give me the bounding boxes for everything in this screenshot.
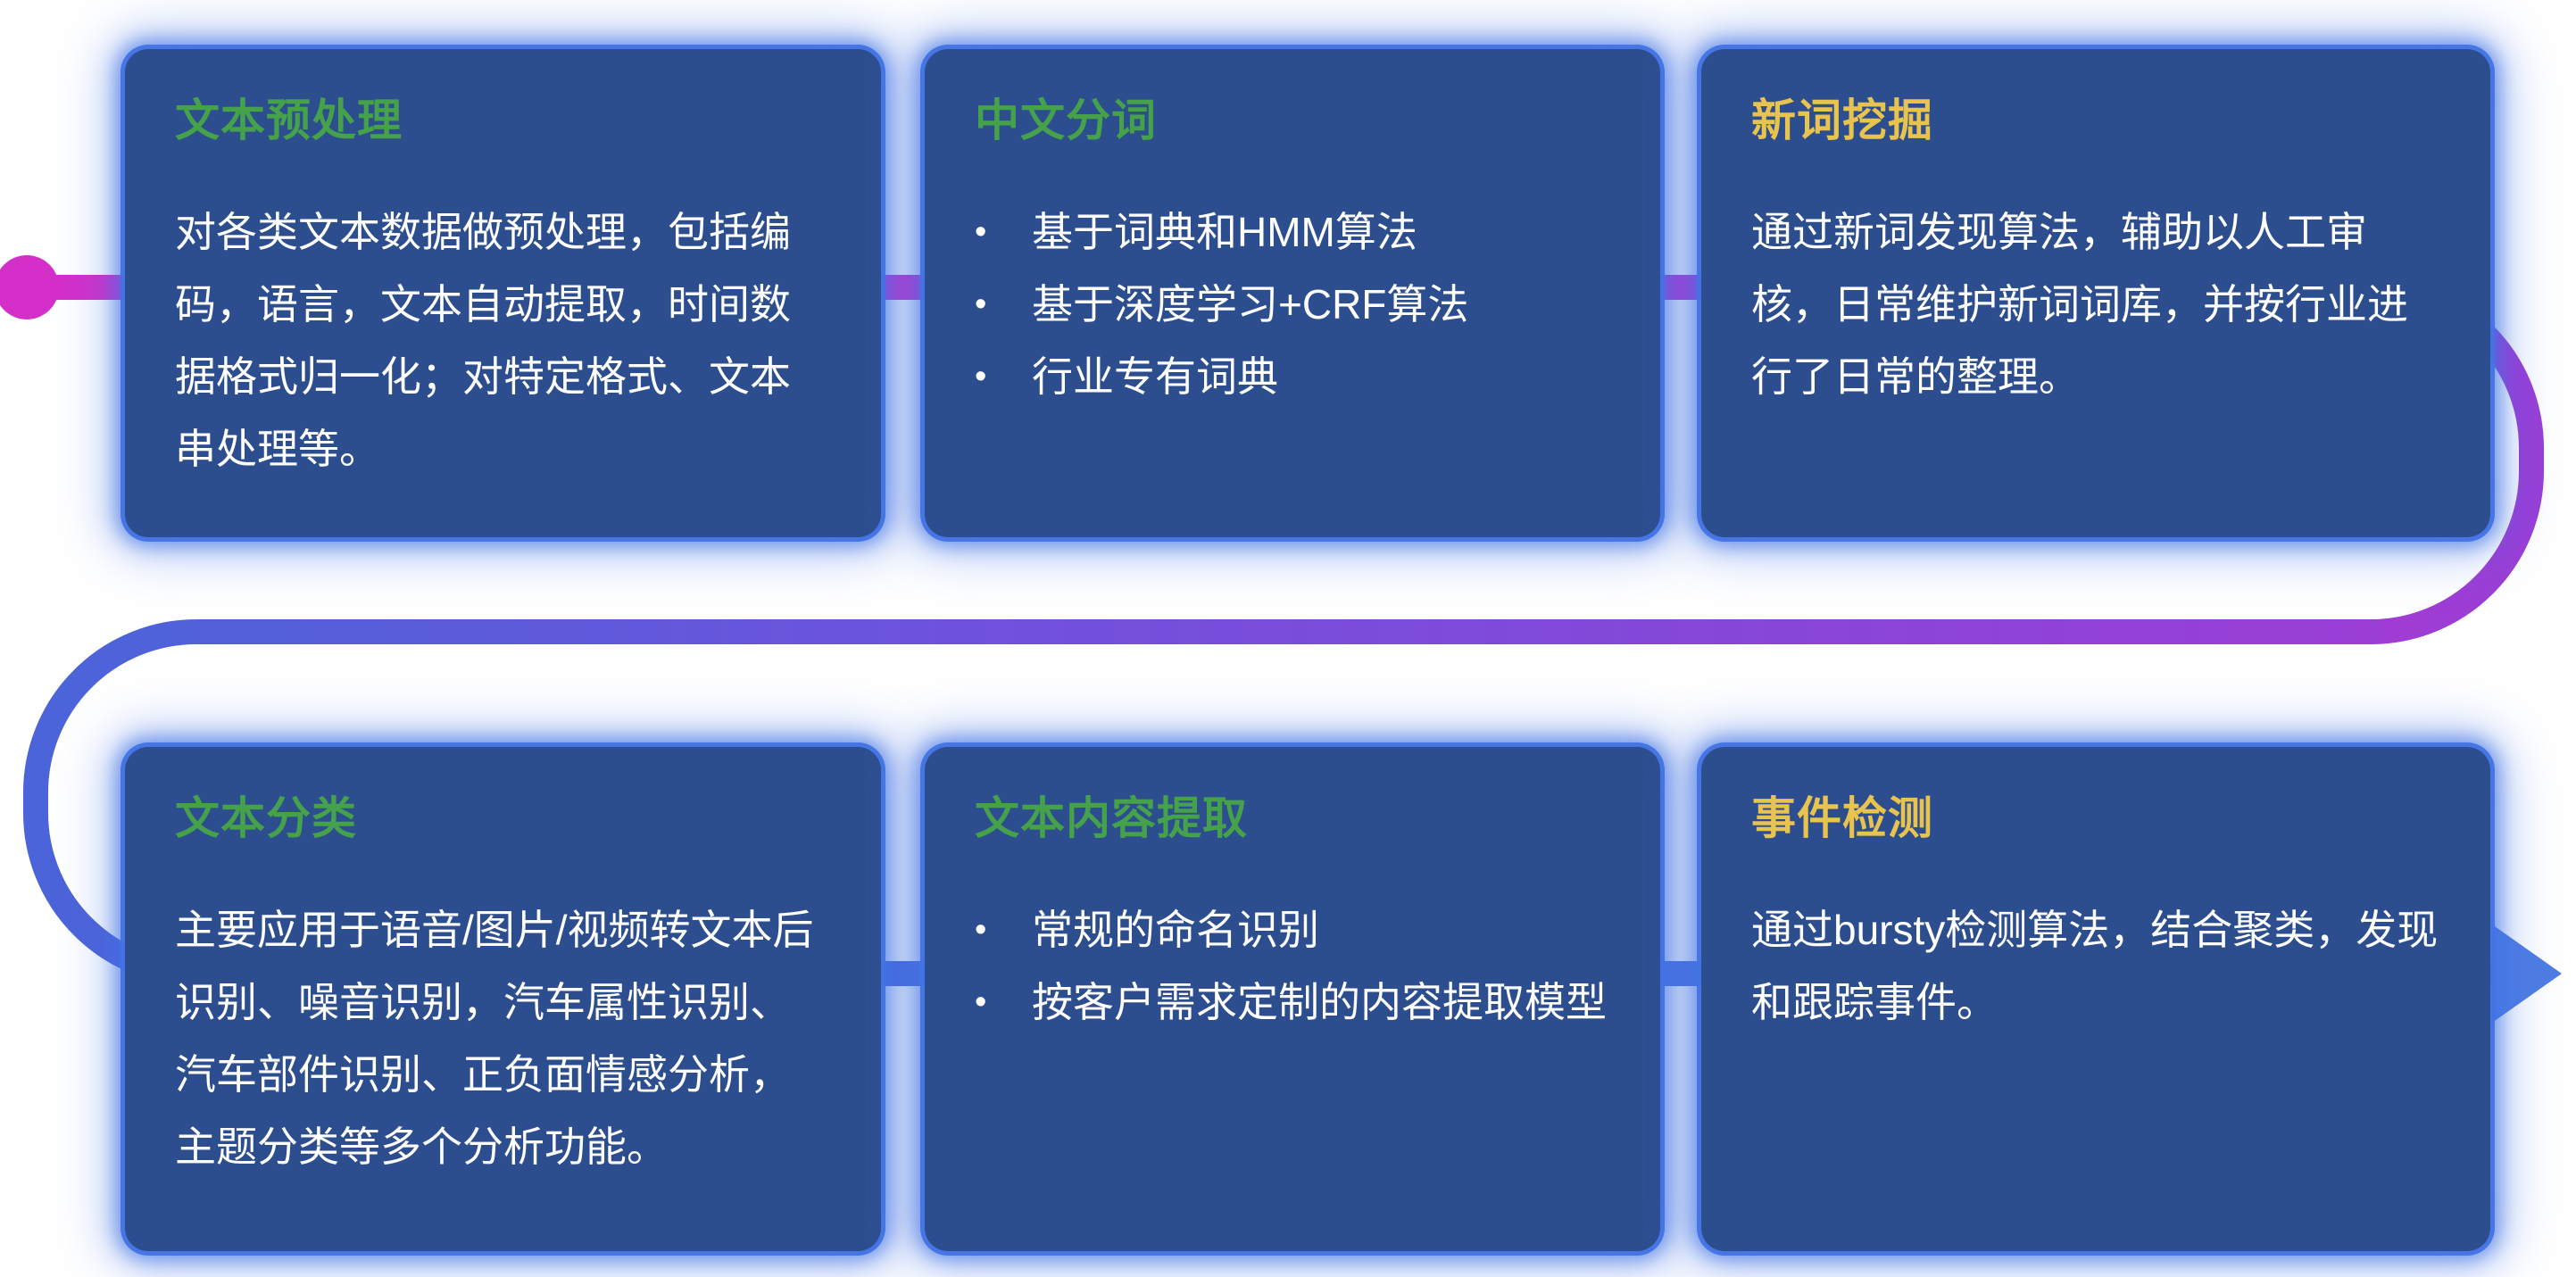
bullet-item: • 按客户需求定制的内容提取模型 — [975, 966, 1610, 1039]
bullet-list: • 常规的命名识别 • 按客户需求定制的内容提取模型 — [975, 894, 1610, 1039]
bullet-list: • 基于词典和HMM算法 • 基于深度学习+CRF算法 • 行业专有词典 — [975, 196, 1610, 413]
bullet-item: • 行业专有词典 — [975, 341, 1610, 413]
card-body: 对各类文本数据做预处理，包括编码，语言，文本自动提取，时间数据格式归一化；对特定… — [175, 209, 791, 472]
bullet-icon: • — [975, 285, 987, 323]
bullet-item: • 常规的命名识别 — [975, 894, 1610, 966]
card-chinese-word-segmentation: 中文分词 • 基于词典和HMM算法 • 基于深度学习+CRF算法 • 行业专有词… — [925, 49, 1660, 537]
card-title: 文本预处理 — [175, 95, 403, 145]
bullet-text: 常规的命名识别 — [1032, 907, 1319, 953]
card-text-content-extraction: 文本内容提取 • 常规的命名识别 • 按客户需求定制的内容提取模型 — [925, 747, 1660, 1251]
bullet-text: 按客户需求定制的内容提取模型 — [1032, 978, 1607, 1025]
card-body: 通过新词发现算法，辅助以人工审核，日常维护新词词库，并按行业进行了日常的整理。 — [1751, 209, 2408, 400]
bullet-icon: • — [975, 357, 987, 395]
card-body: 主要应用于语音/图片/视频转文本后识别、噪音识别，汽车属性识别、汽车部件识别、正… — [175, 907, 814, 1170]
bullet-icon: • — [975, 983, 987, 1021]
card-text-preprocessing: 文本预处理 对各类文本数据做预处理，包括编码，语言，文本自动提取，时间数据格式归… — [125, 49, 881, 537]
card-title: 新词挖掘 — [1751, 95, 1933, 145]
card-text-classification: 文本分类 主要应用于语音/图片/视频转文本后识别、噪音识别，汽车属性识别、汽车部… — [125, 747, 881, 1251]
bullet-text: 基于词典和HMM算法 — [1032, 209, 1417, 255]
flow-line-middle — [23, 619, 2383, 986]
card-title: 中文分词 — [975, 95, 1157, 145]
card-body: 通过bursty检测算法，结合聚类，发现和跟踪事件。 — [1751, 907, 2439, 1025]
card-title: 文本内容提取 — [975, 793, 1248, 843]
bullet-text: 基于深度学习+CRF算法 — [1032, 280, 1469, 328]
bullet-icon: • — [975, 213, 987, 251]
bullet-item: • 基于词典和HMM算法 — [975, 196, 1610, 269]
card-event-detection: 事件检测 通过bursty检测算法，结合聚类，发现和跟踪事件。 — [1701, 747, 2490, 1251]
card-new-word-mining: 新词挖掘 通过新词发现算法，辅助以人工审核，日常维护新词词库，并按行业进行了日常… — [1701, 49, 2490, 537]
flow-arrow-icon — [2492, 925, 2562, 1023]
bullet-icon: • — [975, 911, 987, 949]
card-title: 文本分类 — [175, 793, 357, 843]
bullet-text: 行业专有词典 — [1032, 352, 1278, 400]
card-title: 事件检测 — [1751, 793, 1933, 843]
bullet-item: • 基于深度学习+CRF算法 — [975, 269, 1610, 341]
